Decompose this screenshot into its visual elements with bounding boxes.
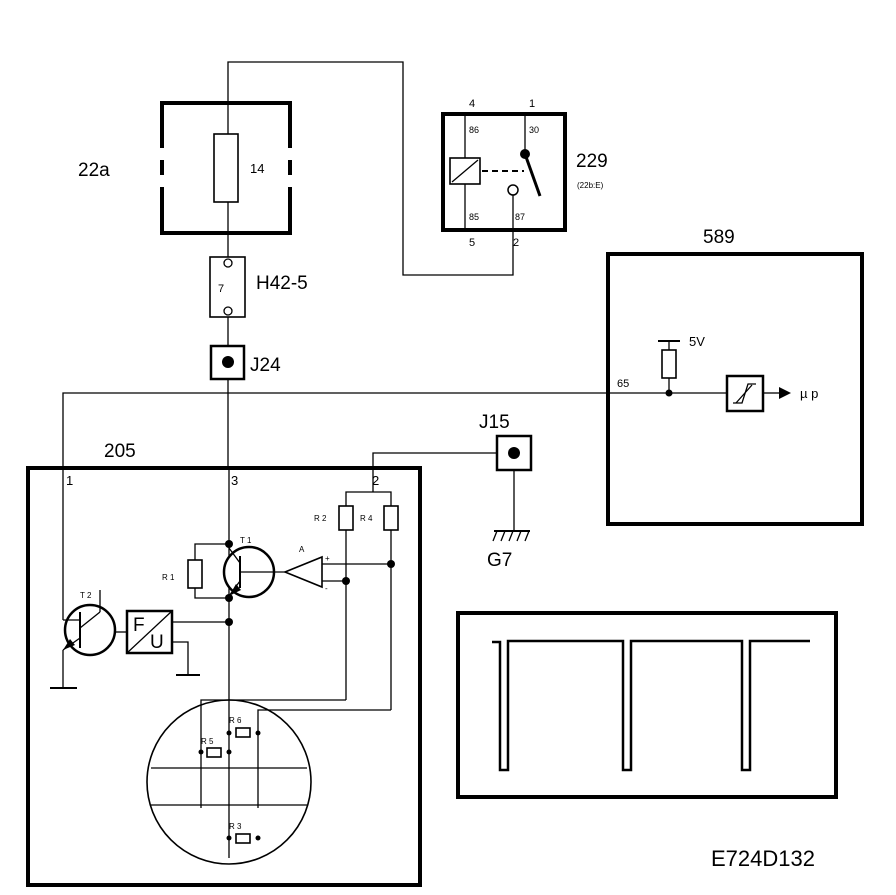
converter-bottom: U xyxy=(150,632,164,653)
relay-pin-2: 2 xyxy=(513,237,519,249)
relay-pin-85: 85 xyxy=(469,212,479,222)
sensor-pin-1: 1 xyxy=(66,473,73,488)
pullup-resistor xyxy=(661,349,677,379)
control-unit-ref: 589 xyxy=(703,227,735,248)
connector-h42-5: 7 H42-5 xyxy=(209,256,308,318)
control-unit-pin: 65 xyxy=(617,378,629,390)
resistor-r5-label: R 5 xyxy=(201,737,214,746)
amplifier xyxy=(282,555,323,589)
relay-pin-1: 1 xyxy=(529,98,535,110)
relay-pin-86: 86 xyxy=(469,125,479,135)
pulse-waveform xyxy=(492,639,810,772)
relay-229: 4 1 5 2 86 30 85 87 229 (22b:E) xyxy=(441,98,608,249)
connector-ref: H42-5 xyxy=(256,273,308,294)
fuse-box-22a: 22a 14 xyxy=(78,101,292,235)
resistor-r4-label: R 4 xyxy=(360,514,373,523)
fuse-element xyxy=(213,133,239,203)
drawing-code: E724D132 xyxy=(711,846,815,871)
resistor-r6 xyxy=(235,727,251,738)
relay-pin-4: 4 xyxy=(469,98,475,110)
fuse-box-ref: 22a xyxy=(78,160,110,181)
waveform-panel xyxy=(456,611,838,799)
amplifier-plus: + xyxy=(325,554,330,563)
sensor-module-205: 205 1 3 2 R 1 T 1 A + - R 2 R 4 xyxy=(26,441,422,887)
resistor-r4 xyxy=(383,505,399,531)
resistor-r3 xyxy=(235,833,251,844)
transistor-t2-label: T 2 xyxy=(80,591,92,600)
relay-ref: 229 xyxy=(576,151,608,172)
fuse-number: 14 xyxy=(250,161,264,176)
resistor-r2-label: R 2 xyxy=(314,514,327,523)
amplifier-minus: - xyxy=(325,584,328,593)
sensor-pin-3: 3 xyxy=(231,473,238,488)
splice-j24: J24 xyxy=(209,344,281,381)
transistor-t2 xyxy=(63,603,117,657)
sensor-pin-2: 2 xyxy=(372,473,379,488)
converter-top: F xyxy=(133,615,145,636)
supply-voltage: 5V xyxy=(689,334,705,349)
resistor-r3-label: R 3 xyxy=(229,822,242,831)
relay-pin-87: 87 xyxy=(515,212,525,222)
resistor-r6-label: R 6 xyxy=(229,716,242,725)
transistor-t1-label: T 1 xyxy=(240,536,252,545)
resistor-r2 xyxy=(338,505,354,531)
relay-pin-30: 30 xyxy=(529,125,539,135)
amplifier-label: A xyxy=(299,545,305,554)
connector-pin: 7 xyxy=(218,283,224,295)
splice-j24-ref: J24 xyxy=(250,355,281,376)
sensor-module-ref: 205 xyxy=(104,441,136,462)
resistor-r1 xyxy=(187,559,203,589)
resistor-r1-label: R 1 xyxy=(162,573,175,582)
relay-sub: (22b:E) xyxy=(577,181,604,190)
splice-j15-ref: J15 xyxy=(479,412,510,433)
ground-ref: G7 xyxy=(487,550,512,571)
ground-g7: G7 xyxy=(487,530,530,571)
relay-pin-5: 5 xyxy=(469,237,475,249)
control-unit-589: 589 65 5V µ p xyxy=(606,227,864,526)
resistor-r5 xyxy=(206,747,222,758)
splice-j15: J15 xyxy=(479,412,533,472)
microprocessor-label: µ p xyxy=(800,386,818,401)
